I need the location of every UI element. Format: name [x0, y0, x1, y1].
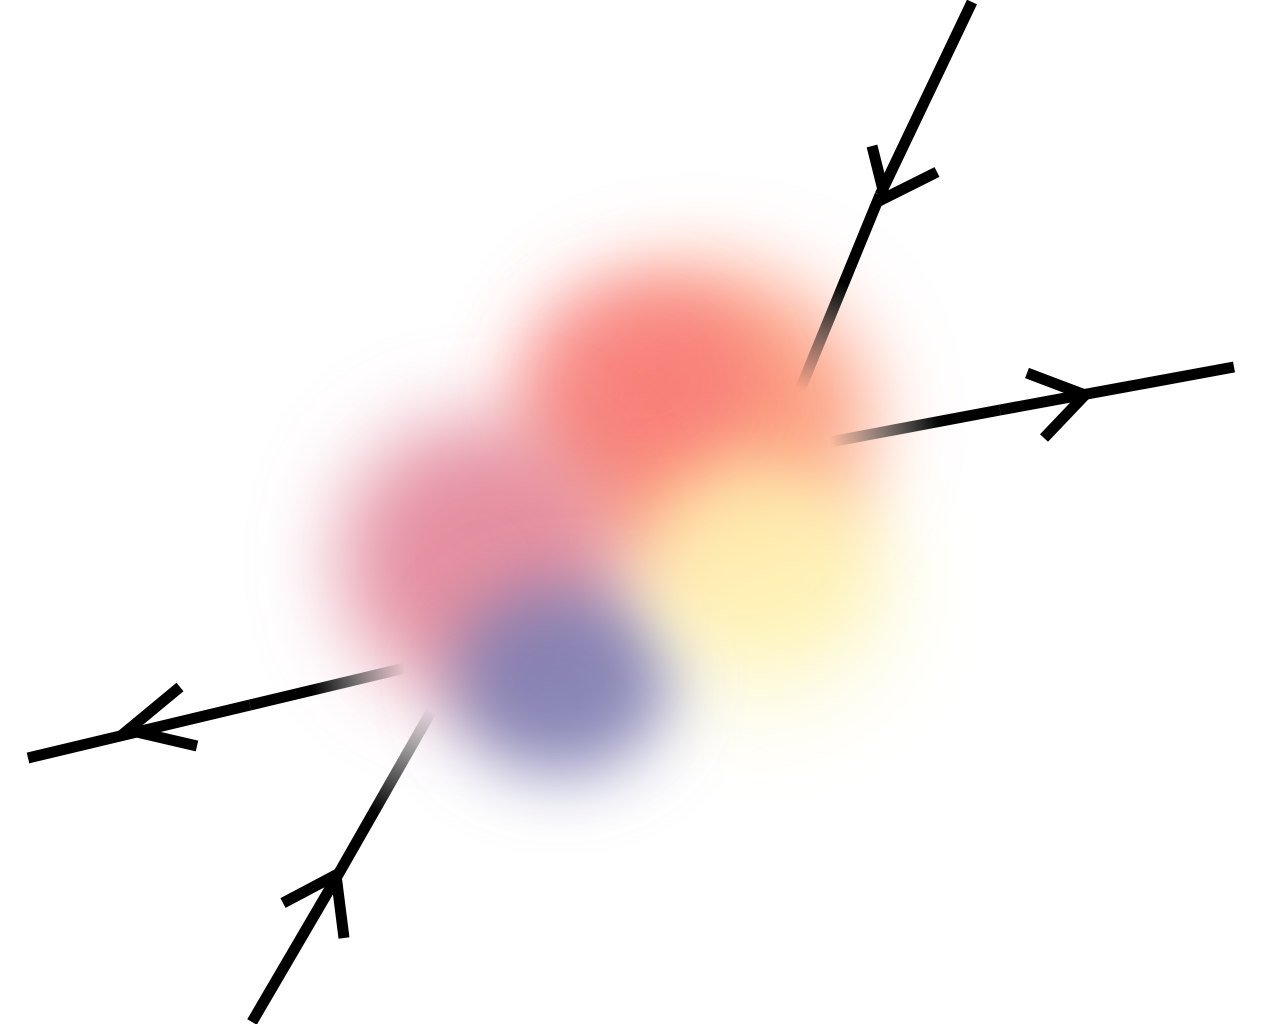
- line-outgoing-left: [26, 662, 407, 764]
- particle-lines: [26, 0, 1235, 1024]
- line-outgoing-right: [828, 361, 1235, 448]
- interaction-blob: [340, 270, 910, 775]
- arrowhead-right-icon: [1025, 367, 1095, 442]
- blob-red: [520, 280, 760, 480]
- line-incoming-top-right: [794, 0, 977, 393]
- blob-violet: [450, 585, 670, 775]
- arrowhead-down-icon: [866, 144, 940, 206]
- arrowhead-up-icon: [280, 866, 350, 939]
- arrowhead-left-icon: [115, 682, 199, 752]
- line-incoming-bottom-left: [247, 707, 437, 1024]
- blob-yellow: [650, 460, 870, 660]
